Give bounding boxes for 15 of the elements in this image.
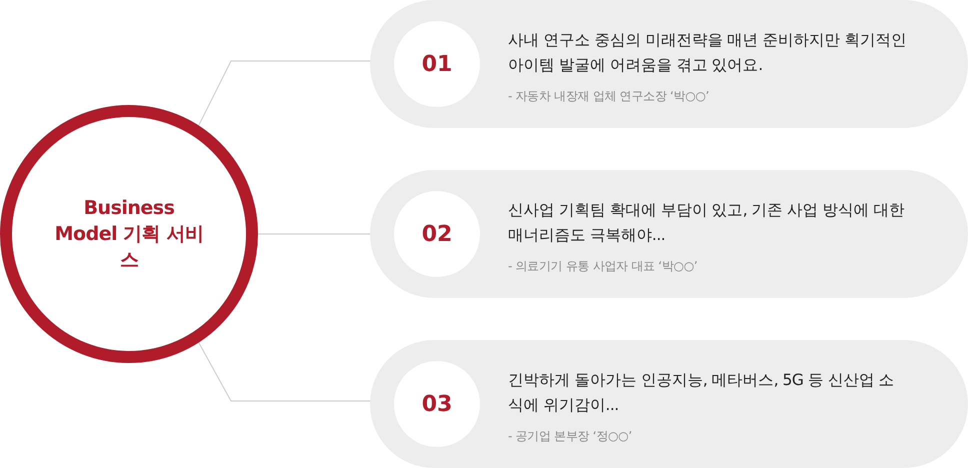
quote-card [370,340,968,468]
connector-line [198,60,372,126]
number-label: 01 [422,52,452,76]
service-title: Business Model 기획 서비스 [54,196,204,273]
quote-card [370,0,968,128]
source-text: - 자동차 내장재 업체 연구소장 ‘박○○’ [508,88,710,105]
quote-card [370,170,968,298]
quote-text: 사내 연구소 중심의 미래전략을 매년 준비하지만 획기적인 아이템 발굴에 어려움을 겪고 있어요. [508,30,908,76]
quote-text: 긴박하게 돌아가는 인공지능, 메타버스, 5G 등 신산업 소식에 위기감이... [508,370,896,416]
source-text: - 의료기기 유통 사업자 대표 ‘박○○’ [508,258,698,275]
source-text: - 공기업 본부장 ‘정○○’ [508,428,632,445]
number-label: 02 [422,222,452,246]
quote-text: 신사업 기획팀 확대에 부담이 있고, 기존 사업 방식에 대한 매너리즘도 극복해야... [508,200,906,246]
number-label: 03 [422,392,452,416]
connector-line [198,342,372,402]
